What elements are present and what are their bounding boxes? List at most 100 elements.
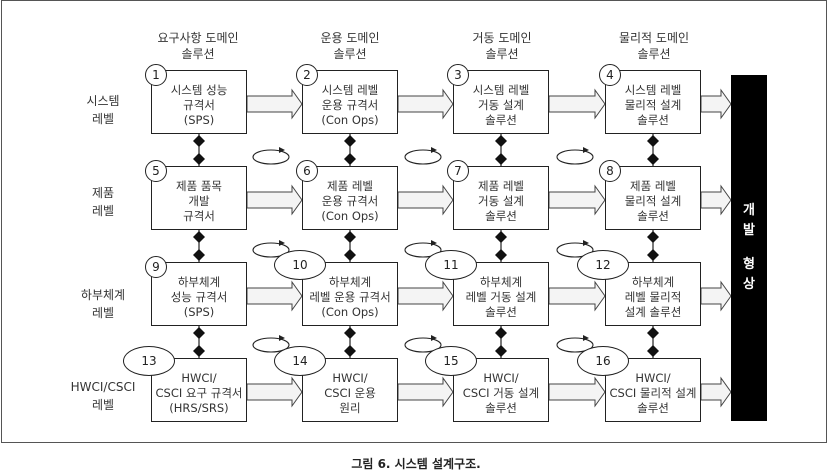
diamond-icon xyxy=(647,345,659,357)
step-number-13: 13 xyxy=(123,346,175,376)
solution-box-text: 제품 레벨 물리적 설계 솔루션 xyxy=(624,178,682,223)
dev-bar-char: 개 xyxy=(743,203,755,218)
solution-box-text: HWCI/ CSCI 물리적 설계 솔루션 xyxy=(609,370,697,415)
diamond-icon xyxy=(647,135,659,147)
solution-box-text: 제품 품목 개발 규격서 xyxy=(176,178,222,223)
diamond-icon xyxy=(344,231,356,243)
solution-box-8: 제품 레벨 물리적 설계 솔루션 xyxy=(605,166,701,230)
diamond-icon xyxy=(193,327,205,339)
diamond-icon xyxy=(193,153,205,165)
flow-arrow xyxy=(397,280,454,312)
iteration-loop-icon xyxy=(404,337,442,353)
solution-box-text: 시스템 레벨 운용 규격서 (Con Ops) xyxy=(321,82,379,127)
solution-box-text: 제품 레벨 거동 설계 솔루션 xyxy=(478,178,524,223)
solution-box-5: 제품 품목 개발 규격서 xyxy=(151,166,247,230)
loop-arrowhead-icon xyxy=(431,147,437,153)
diamond-icon xyxy=(647,327,659,339)
row-label-hwci-csci: HWCI/CSCI 레벨 xyxy=(70,380,136,412)
step-number-2: 2 xyxy=(296,64,318,86)
dev-bar-char: 발 xyxy=(743,223,755,238)
step-number-11: 11 xyxy=(425,250,477,280)
loop-arrowhead-icon xyxy=(431,240,437,246)
solution-box-text: HWCI/ CSCI 요구 규격서 (HRS/SRS) xyxy=(155,370,243,415)
row-label-product: 제품 레벨 xyxy=(91,186,115,218)
step-number-14: 14 xyxy=(274,346,326,376)
step-number-1: 1 xyxy=(145,64,167,86)
diamond-icon xyxy=(193,249,205,261)
dev-bar-char: 상 xyxy=(743,277,755,292)
column-header-behavior: 거동 도메인 솔루션 xyxy=(472,31,532,61)
solution-box-text: HWCI/ CSCI 거동 설계 솔루션 xyxy=(462,370,540,415)
step-number-10: 10 xyxy=(274,250,326,280)
step-number-8: 8 xyxy=(599,160,621,182)
loop-arrowhead-icon xyxy=(583,335,589,341)
development-vector-bar: 개 발 형 상 xyxy=(731,75,767,421)
flow-arrow xyxy=(548,280,606,312)
iteration-loop-icon xyxy=(404,149,442,165)
solution-box-3: 시스템 레벨 거동 설계 솔루션 xyxy=(453,70,549,134)
solution-box-9: 하부체계 성능 규격서 (SPS) xyxy=(151,262,247,326)
flow-arrow xyxy=(548,184,606,216)
step-number-9: 9 xyxy=(145,256,167,278)
diamond-icon xyxy=(647,231,659,243)
step-number-12: 12 xyxy=(577,250,629,280)
solution-box-text: 하부체계 성능 규격서 (SPS) xyxy=(170,274,228,319)
solution-box-text: 하부체계 레벨 운용 규격서 (Con Ops) xyxy=(309,274,391,319)
diamond-icon xyxy=(647,153,659,165)
diamond-icon xyxy=(495,249,507,261)
flow-arrow xyxy=(700,280,732,312)
solution-box-1: 시스템 성능 규격서 (SPS) xyxy=(151,70,247,134)
dev-bar-char: 형 xyxy=(743,257,755,272)
iteration-loop-icon xyxy=(556,337,594,353)
solution-box-11: 하부체계 레벨 거동 설계 솔루션 xyxy=(453,262,549,326)
flow-arrow xyxy=(246,88,303,120)
iteration-loop-icon xyxy=(252,337,290,353)
diamond-icon xyxy=(495,153,507,165)
iteration-loop-icon xyxy=(556,149,594,165)
row-label-subsystem: 하부체계 레벨 xyxy=(80,288,126,320)
iteration-loop-icon xyxy=(252,242,290,258)
solution-box-2: 시스템 레벨 운용 규격서 (Con Ops) xyxy=(302,70,398,134)
loop-arrowhead-icon xyxy=(583,147,589,153)
flow-arrow xyxy=(700,376,732,408)
column-header-physical: 물리적 도메인 솔루션 xyxy=(618,31,690,61)
solution-box-text: HWCI/ CSCI 운용 원리 xyxy=(324,370,376,415)
diamond-icon xyxy=(495,327,507,339)
flow-arrow xyxy=(246,280,303,312)
diamond-icon xyxy=(193,345,205,357)
diamond-icon xyxy=(193,135,205,147)
step-number-3: 3 xyxy=(447,64,469,86)
diamond-icon xyxy=(344,153,356,165)
loop-arrowhead-icon xyxy=(279,147,285,153)
flow-arrow xyxy=(246,184,303,216)
loop-arrowhead-icon xyxy=(583,240,589,246)
solution-box-7: 제품 레벨 거동 설계 솔루션 xyxy=(453,166,549,230)
diamond-icon xyxy=(647,249,659,261)
solution-box-text: 시스템 레벨 물리적 설계 솔루션 xyxy=(624,82,682,127)
step-number-15: 15 xyxy=(425,346,477,376)
loop-arrowhead-icon xyxy=(431,335,437,341)
row-label-system: 시스템 레벨 xyxy=(86,94,120,126)
flow-arrow xyxy=(397,376,454,408)
diamond-icon xyxy=(344,327,356,339)
figure-caption: 그림 6. 시스템 설계구조. xyxy=(351,457,481,471)
solution-box-text: 시스템 레벨 거동 설계 솔루션 xyxy=(472,82,530,127)
step-number-16: 16 xyxy=(577,346,629,376)
flow-arrow xyxy=(700,184,732,216)
flow-arrow xyxy=(700,88,732,120)
diagram-frame xyxy=(1,0,827,443)
solution-box-4: 시스템 레벨 물리적 설계 솔루션 xyxy=(605,70,701,134)
solution-box-text: 하부체계 레벨 물리적 설계 솔루션 xyxy=(624,274,682,319)
loop-arrowhead-icon xyxy=(279,240,285,246)
step-number-6: 6 xyxy=(296,160,318,182)
diamond-icon xyxy=(344,135,356,147)
solution-box-text: 시스템 성능 규격서 (SPS) xyxy=(170,82,228,127)
diamond-icon xyxy=(495,345,507,357)
loop-arrowhead-icon xyxy=(279,335,285,341)
diamond-icon xyxy=(495,231,507,243)
diamond-icon xyxy=(344,345,356,357)
step-number-5: 5 xyxy=(145,160,167,182)
solution-box-6: 제품 레벨 운용 규격서 (Con Ops) xyxy=(302,166,398,230)
flow-arrow xyxy=(397,88,454,120)
